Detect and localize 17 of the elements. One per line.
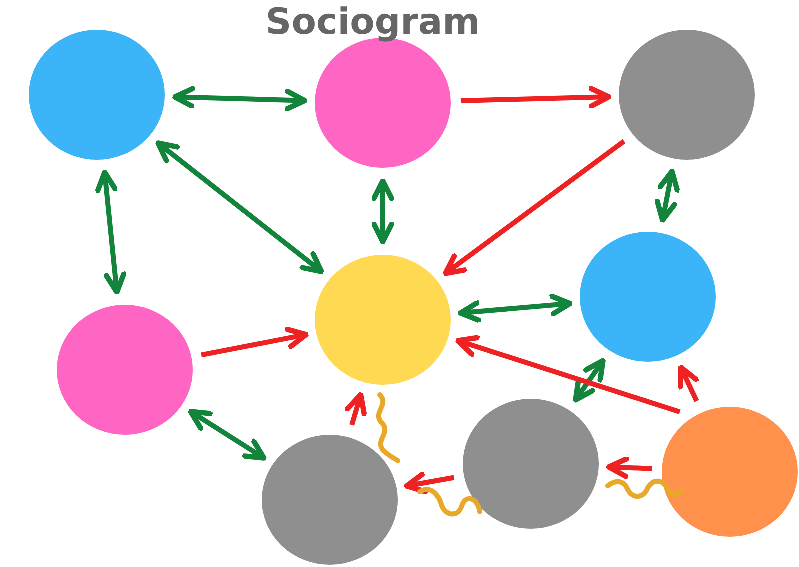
arrow	[156, 140, 324, 274]
arrow	[95, 170, 127, 296]
arrow	[458, 294, 573, 324]
arrow	[460, 86, 612, 109]
arrow	[606, 456, 652, 480]
title: Sociogram	[264, 1, 482, 45]
arrow	[573, 358, 606, 403]
arrow	[404, 472, 455, 494]
arrow	[372, 178, 394, 245]
arrow	[344, 392, 368, 426]
arrow	[678, 365, 700, 402]
arrow	[188, 409, 267, 461]
arrow	[443, 139, 626, 276]
arrow	[456, 335, 681, 414]
arrow	[201, 326, 310, 358]
arrow	[654, 168, 680, 224]
arrow	[172, 86, 308, 112]
